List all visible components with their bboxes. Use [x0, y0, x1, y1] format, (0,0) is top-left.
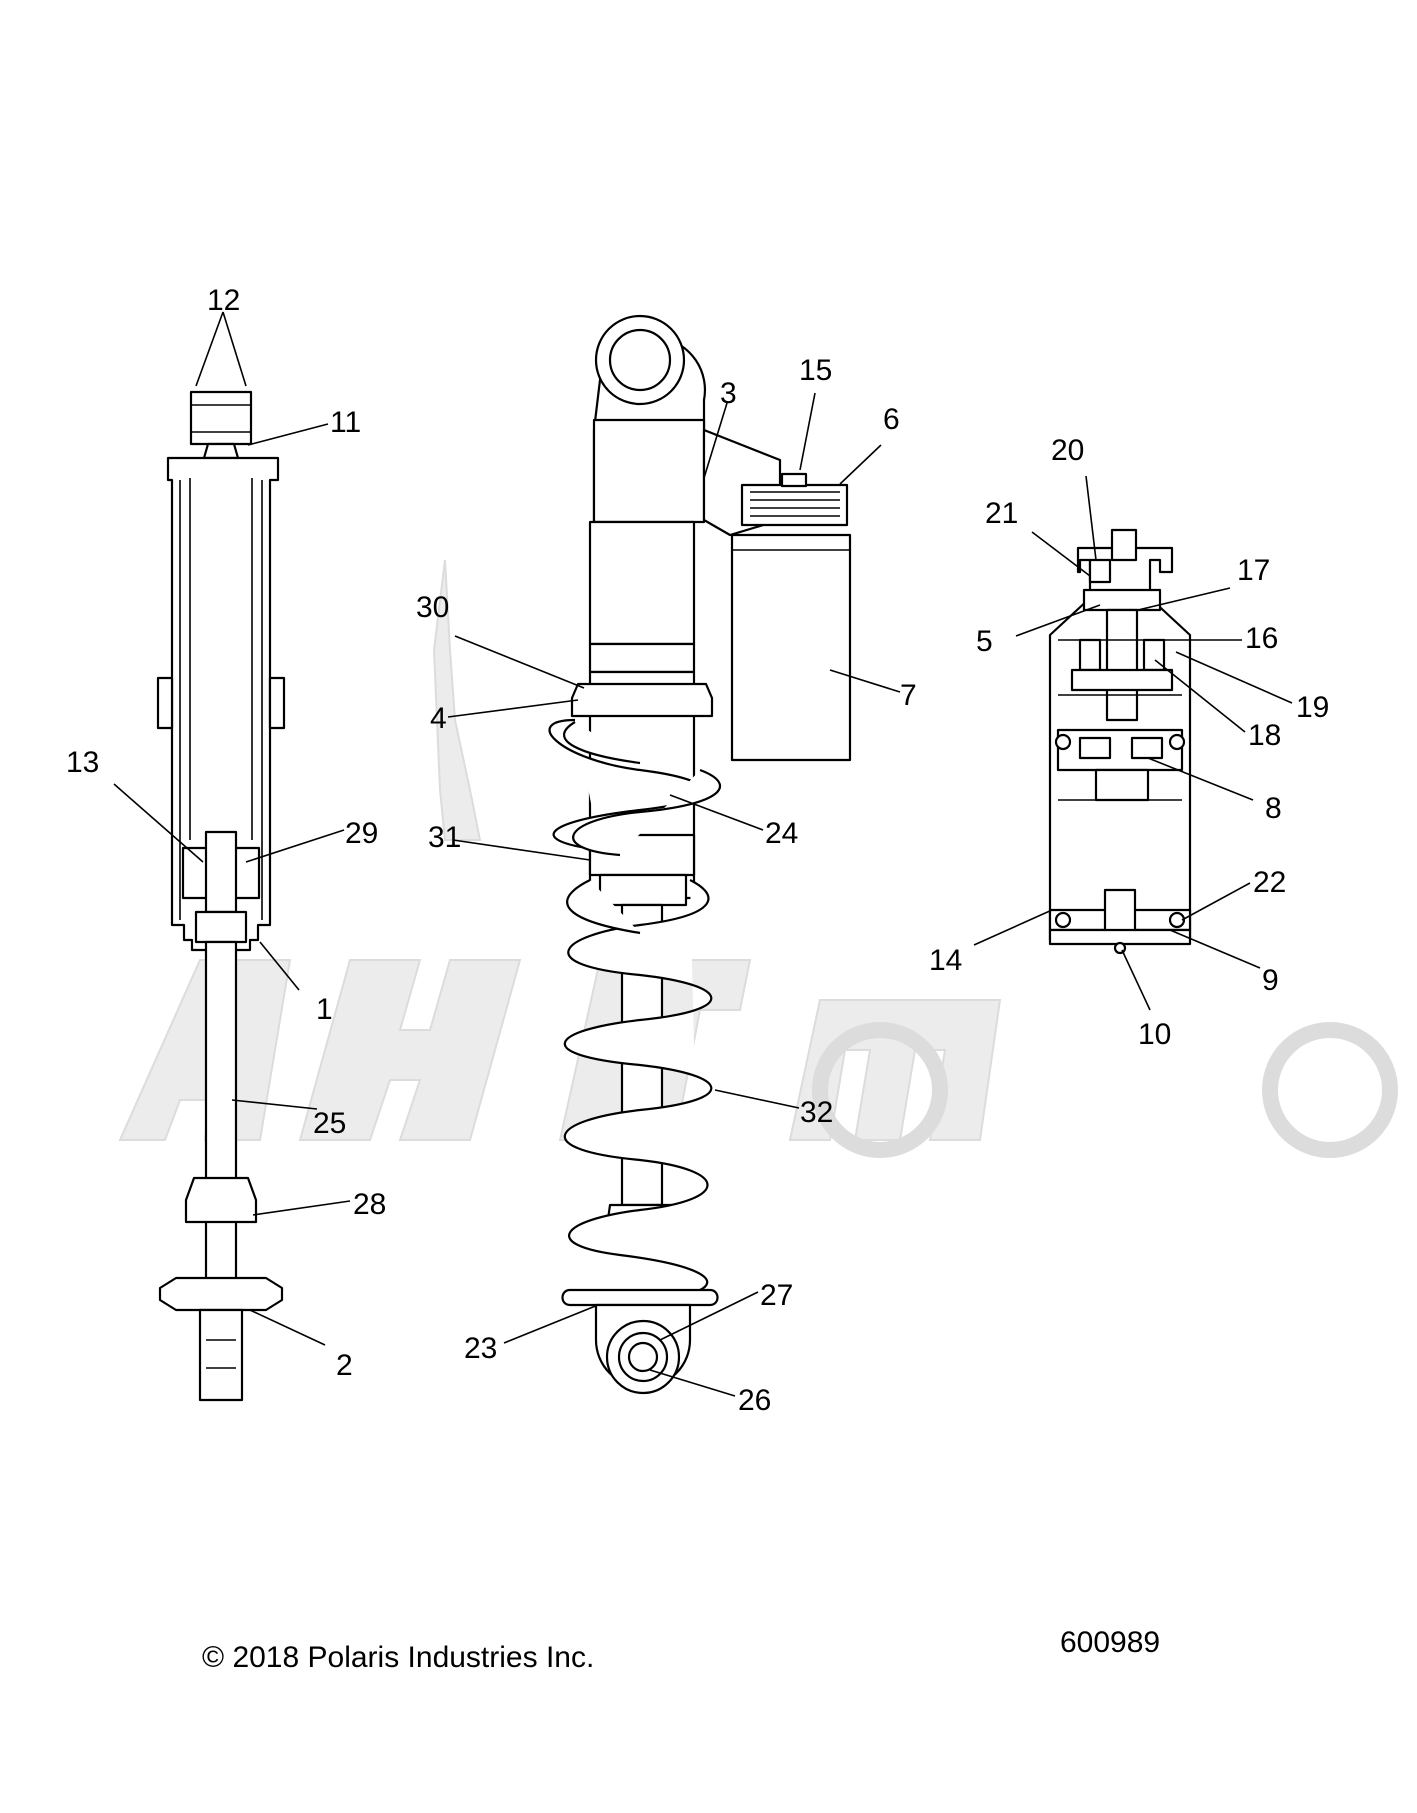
- callout-29: 29: [345, 817, 378, 850]
- callout-15: 15: [799, 354, 832, 387]
- callout-3: 3: [720, 377, 737, 410]
- callout-16: 16: [1245, 622, 1278, 655]
- callout-8: 8: [1265, 792, 1282, 825]
- reservoir-cutaway: [1048, 528, 1192, 955]
- callout-25: 25: [313, 1107, 346, 1140]
- callout-1: 1: [316, 993, 333, 1026]
- callout-17: 17: [1237, 554, 1270, 587]
- callout-11: 11: [330, 406, 361, 439]
- callout-13: 13: [66, 746, 99, 779]
- figure-number: 600989: [1060, 1626, 1160, 1659]
- callout-10: 10: [1138, 1018, 1171, 1051]
- shock-assembly-front-view: [548, 314, 852, 1395]
- callout-23: 23: [464, 1332, 497, 1365]
- callout-27: 27: [760, 1279, 793, 1312]
- copyright-text: © 2018 Polaris Industries Inc.: [202, 1641, 594, 1674]
- leader-lines: [113, 311, 1293, 1397]
- callout-24: 24: [765, 817, 798, 850]
- callout-4: 4: [430, 702, 447, 735]
- callout-numbers: 12 11 13 29 1 25 28 2 15 3 6 30 4 7 31 2…: [66, 284, 1329, 1417]
- callout-20: 20: [1051, 434, 1084, 467]
- callout-12: 12: [207, 284, 240, 317]
- callout-21: 21: [985, 497, 1018, 530]
- callout-5: 5: [976, 625, 993, 658]
- callout-30: 30: [416, 591, 449, 624]
- callout-32: 32: [800, 1096, 833, 1129]
- callout-2: 2: [336, 1349, 353, 1382]
- callout-6: 6: [883, 403, 900, 436]
- shock-side-view: [156, 390, 286, 1402]
- callout-14: 14: [929, 944, 962, 977]
- callout-18: 18: [1248, 719, 1281, 752]
- callout-19: 19: [1296, 691, 1329, 724]
- callout-22: 22: [1253, 866, 1286, 899]
- callout-28: 28: [353, 1188, 386, 1221]
- callout-9: 9: [1262, 964, 1279, 997]
- callout-26: 26: [738, 1384, 771, 1417]
- callout-7: 7: [900, 679, 917, 712]
- callout-31: 31: [428, 821, 461, 854]
